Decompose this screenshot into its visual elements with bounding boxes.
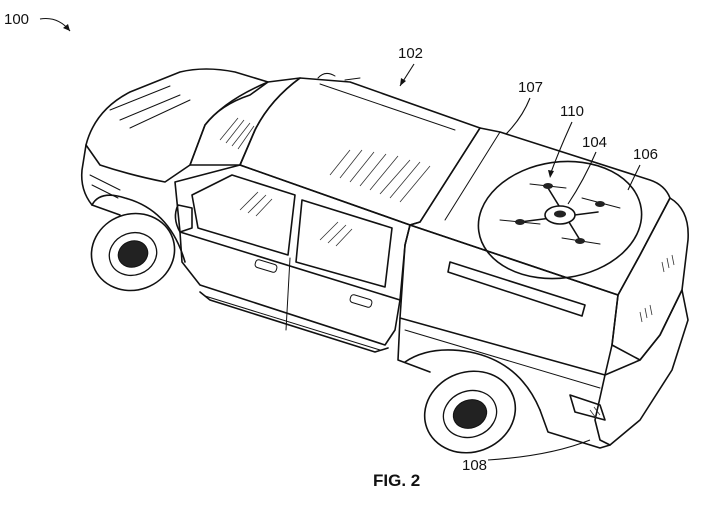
running-board (199, 291, 389, 353)
grille-lines (89, 174, 121, 199)
ref-108-leader (487, 439, 591, 461)
ref-110: 110 (560, 103, 584, 120)
cap-rear (611, 197, 689, 361)
front-side-window (191, 174, 296, 256)
rotor-right (581, 197, 621, 209)
drone (499, 183, 621, 245)
ref-100-arrow (39, 17, 71, 32)
pickup-truck (80, 68, 689, 449)
cap-side (399, 224, 619, 376)
front-window-glare (239, 191, 273, 217)
cover-front-edge (444, 131, 501, 221)
bed-cover-top (409, 127, 671, 296)
rear-side-window (295, 199, 393, 288)
cap-side-window (447, 261, 586, 317)
ref-110-leader (549, 121, 573, 176)
windshield-glare (219, 117, 255, 150)
rear-light-upper (661, 254, 675, 273)
ref-108: 108 (462, 457, 487, 474)
figure-label: FIG. 2 (373, 471, 420, 490)
ref-100: 100 (4, 11, 29, 28)
roof-antenna (317, 72, 361, 81)
rear-bumper (594, 289, 689, 446)
front-wheel (90, 212, 176, 292)
cab-roof (239, 77, 481, 226)
running-board-edge (204, 295, 381, 351)
tail-light-detail (589, 406, 601, 419)
ref-102-arrowhead (400, 78, 406, 86)
ref-104: 104 (582, 134, 607, 151)
drone-body-center (554, 210, 566, 218)
door-seam (285, 257, 291, 331)
roof-texture (329, 149, 431, 203)
tail-light (569, 394, 606, 421)
ref-107: 107 (518, 79, 543, 96)
rotor-rear (561, 237, 601, 245)
rear-wheel (423, 370, 517, 454)
bumper-lower (539, 409, 611, 449)
ref-110-arrowhead (548, 170, 554, 178)
ref-100-arrowhead (63, 24, 70, 31)
ref-106: 106 (633, 146, 658, 163)
bed-lower-side (397, 317, 431, 373)
rotor-left (499, 219, 541, 225)
front-door-handle (254, 259, 278, 273)
bed-body-line (404, 329, 601, 389)
ref-106-leader (627, 164, 641, 191)
hood-creases (109, 85, 191, 129)
ref-107-leader (505, 97, 531, 135)
landing-pad (477, 160, 643, 280)
ref-102: 102 (398, 45, 423, 62)
roof-line (319, 83, 456, 131)
truck-hood (85, 68, 269, 183)
rear-light-lower (639, 304, 653, 323)
cab-doors (179, 231, 401, 346)
side-mirror (174, 204, 193, 233)
ref-104-leader (567, 151, 597, 205)
front-fender (91, 194, 186, 263)
rear-door-handle (349, 294, 373, 308)
rotor-front-left (529, 183, 567, 189)
rear-window-glare (319, 221, 353, 247)
rear-fender (404, 349, 541, 411)
